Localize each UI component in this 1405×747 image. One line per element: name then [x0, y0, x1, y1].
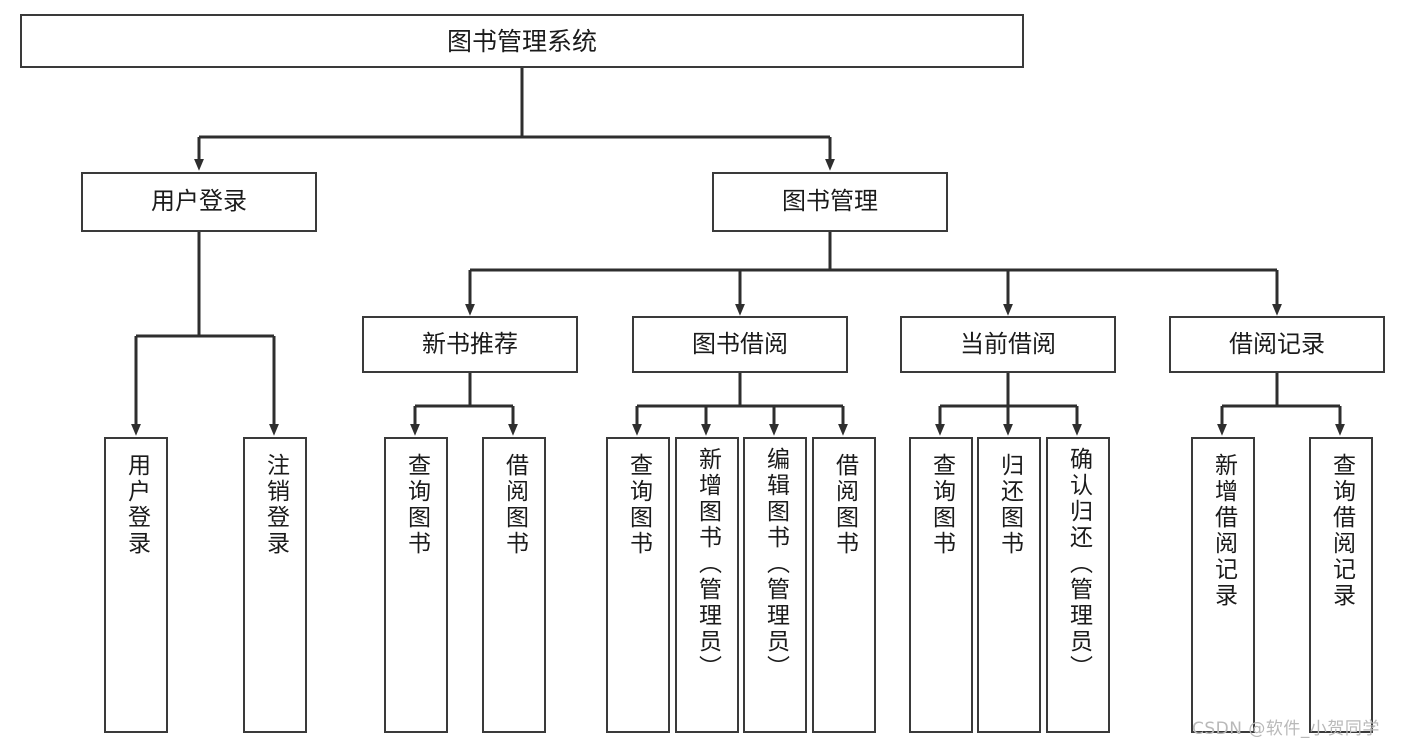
- node-leaf-borrow-book-1[interactable]: 借阅图书: [482, 437, 546, 733]
- node-leaf-query-book-2-label: 查询图书: [625, 453, 652, 557]
- node-leaf-query-book-3-label: 查询图书: [928, 453, 955, 557]
- node-leaf-borrow-book-2[interactable]: 借阅图书: [812, 437, 876, 733]
- csdn-watermark: CSDN @软件_小贺同学: [1192, 719, 1380, 739]
- node-book-manage[interactable]: 图书管理: [712, 172, 948, 232]
- node-book-borrow[interactable]: 图书借阅: [632, 316, 848, 373]
- node-leaf-borrow-book-1-label: 借阅图书: [501, 453, 528, 557]
- node-leaf-add-book-label: 新增图书（管理员）: [694, 447, 721, 681]
- node-leaf-add-record[interactable]: 新增借阅记录: [1191, 437, 1255, 733]
- node-leaf-query-record-label: 查询借阅记录: [1328, 453, 1355, 609]
- node-leaf-add-record-label: 新增借阅记录: [1210, 453, 1237, 609]
- node-current-borrow-label: 当前借阅: [960, 329, 1056, 358]
- node-leaf-query-record[interactable]: 查询借阅记录: [1309, 437, 1373, 733]
- node-root[interactable]: 图书管理系统: [20, 14, 1024, 68]
- node-leaf-borrow-book-2-label: 借阅图书: [831, 453, 858, 557]
- node-leaf-query-book-1[interactable]: 查询图书: [384, 437, 448, 733]
- node-user-login-label: 用户登录: [151, 187, 247, 216]
- node-borrow-record-label: 借阅记录: [1229, 329, 1325, 358]
- node-leaf-user-logout-label: 注销登录: [262, 453, 289, 557]
- node-book-manage-label: 图书管理: [782, 187, 878, 216]
- node-leaf-query-book-1-label: 查询图书: [403, 453, 430, 557]
- node-book-borrow-label: 图书借阅: [692, 329, 788, 358]
- node-leaf-add-book[interactable]: 新增图书（管理员）: [675, 437, 739, 733]
- node-leaf-confirm-return-label: 确认归还（管理员）: [1065, 447, 1092, 681]
- node-leaf-return-book[interactable]: 归还图书: [977, 437, 1041, 733]
- node-leaf-user-login[interactable]: 用户登录: [104, 437, 168, 733]
- node-leaf-return-book-label: 归还图书: [996, 453, 1023, 557]
- node-leaf-user-login-label: 用户登录: [123, 453, 150, 557]
- node-new-book-recommend-label: 新书推荐: [422, 329, 518, 358]
- node-user-login[interactable]: 用户登录: [81, 172, 317, 232]
- node-leaf-query-book-2[interactable]: 查询图书: [606, 437, 670, 733]
- node-leaf-confirm-return[interactable]: 确认归还（管理员）: [1046, 437, 1110, 733]
- node-leaf-query-book-3[interactable]: 查询图书: [909, 437, 973, 733]
- node-borrow-record[interactable]: 借阅记录: [1169, 316, 1385, 373]
- node-current-borrow[interactable]: 当前借阅: [900, 316, 1116, 373]
- node-root-label: 图书管理系统: [446, 26, 597, 56]
- node-leaf-user-logout[interactable]: 注销登录: [243, 437, 307, 733]
- node-new-book-recommend[interactable]: 新书推荐: [362, 316, 578, 373]
- node-leaf-edit-book-label: 编辑图书（管理员）: [762, 447, 789, 681]
- node-leaf-edit-book[interactable]: 编辑图书（管理员）: [743, 437, 807, 733]
